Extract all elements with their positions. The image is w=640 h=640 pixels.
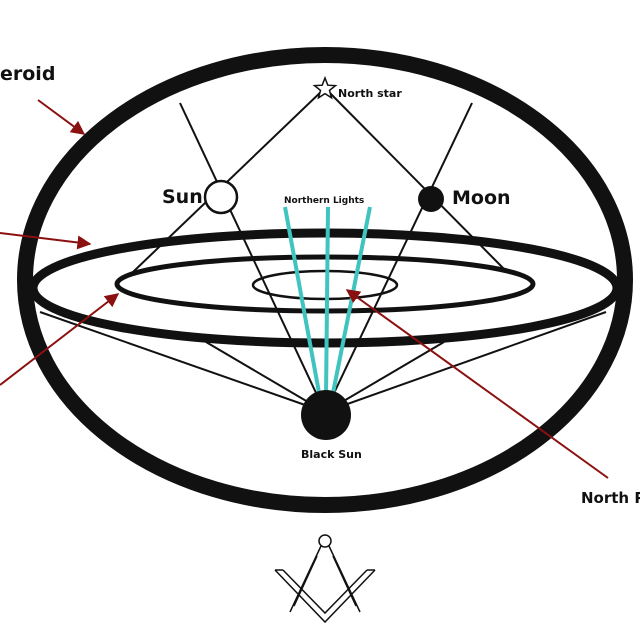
square-and-compass-icon xyxy=(274,534,376,624)
black-sun-label: Black Sun xyxy=(301,448,362,461)
moon-icon xyxy=(418,186,444,212)
sun-label: Sun xyxy=(162,186,203,208)
outer-spheroid-ellipse xyxy=(17,47,633,513)
disc-arrow xyxy=(0,232,92,250)
sun-icon xyxy=(203,179,239,215)
ring-arrow xyxy=(0,293,120,386)
inner-disc-ellipse xyxy=(251,269,399,301)
pointer-arrows xyxy=(0,99,609,479)
moon-label: Moon xyxy=(452,187,511,209)
black-sun-icon xyxy=(301,390,351,440)
north-star-icon xyxy=(312,75,338,100)
north-pole-label: North Po xyxy=(581,489,640,507)
spheroid-label: eroid xyxy=(0,63,55,85)
north-star-label: North star xyxy=(338,87,402,100)
northern-lights-label: Northern Lights xyxy=(284,196,364,206)
spheroid-arrow xyxy=(37,99,86,135)
north-pole-arrow xyxy=(345,289,609,479)
